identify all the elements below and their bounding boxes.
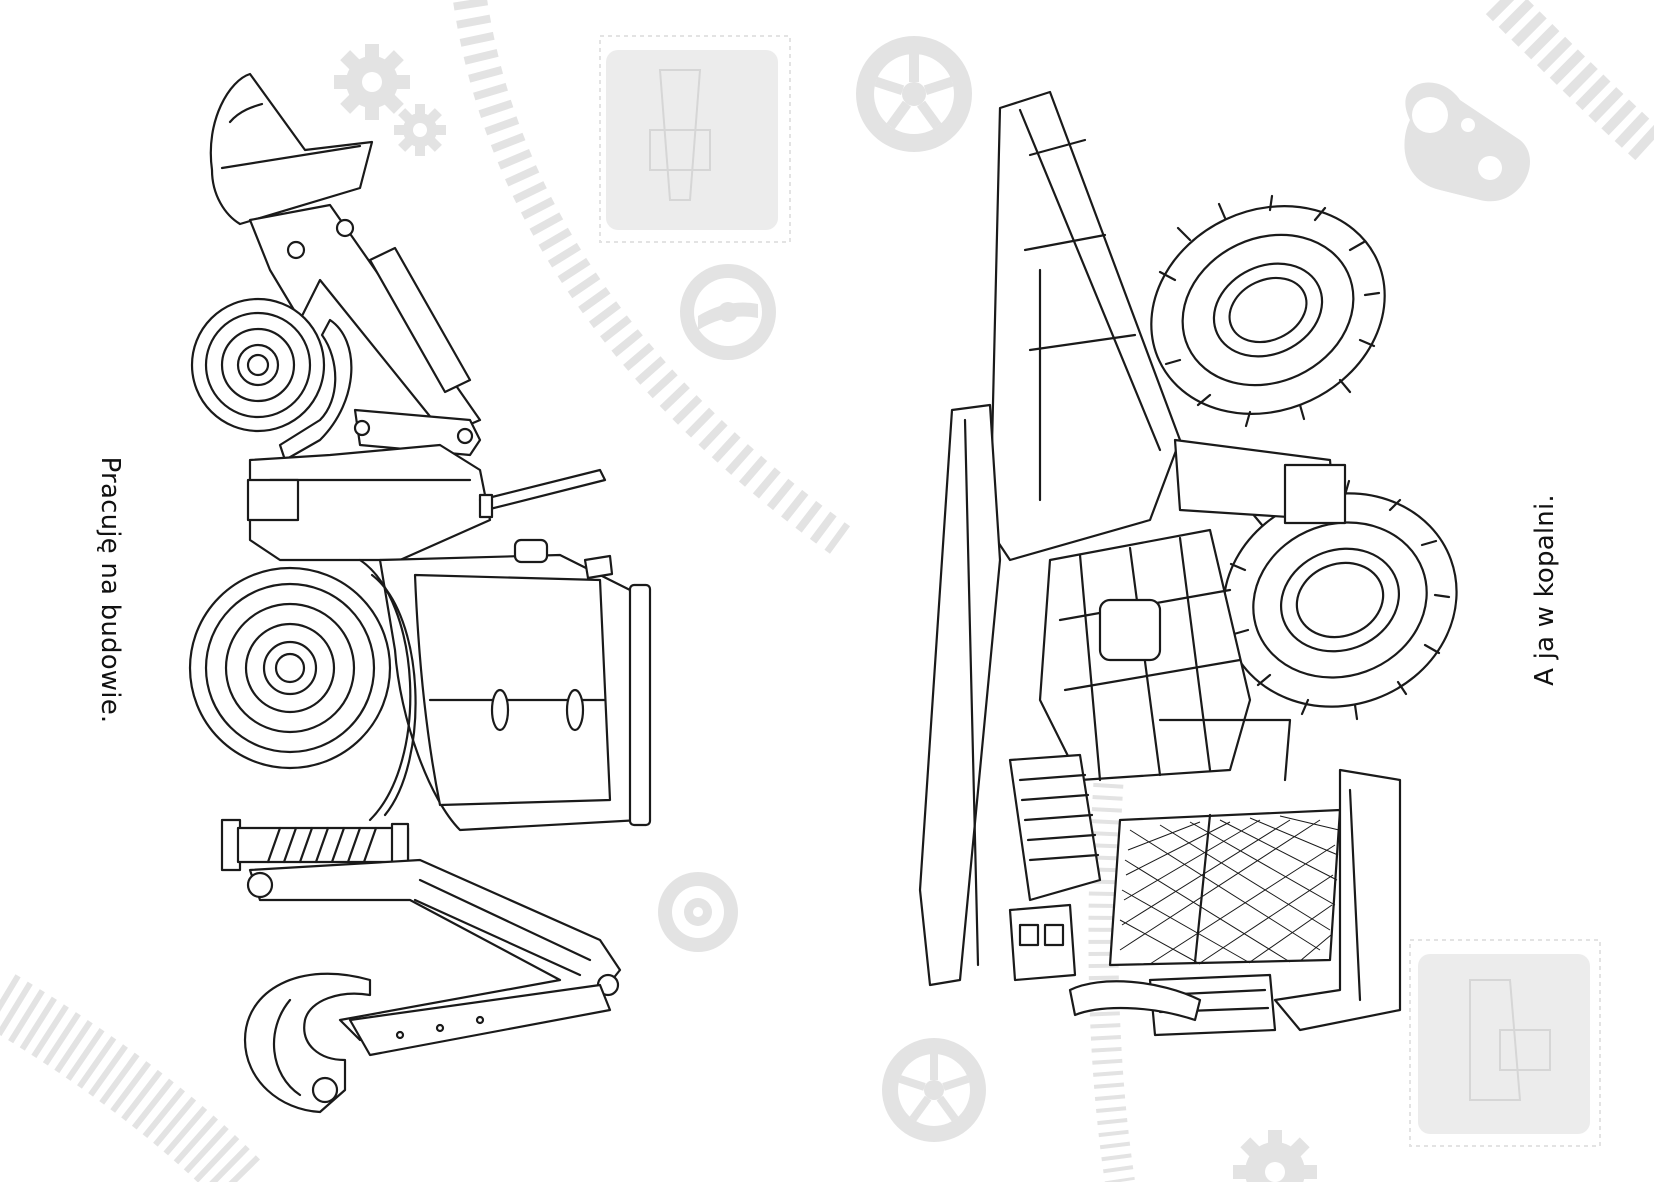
caption-right: A ja w kopalni.: [1530, 494, 1560, 686]
grille-mesh: [1119, 815, 1340, 965]
stamp-thumbnail: [599, 35, 791, 243]
stamp-thumbnail: [1409, 939, 1601, 1147]
wheel-icon: [882, 1038, 986, 1142]
gear-icon: [394, 104, 446, 156]
timing-belt-icon: [1404, 82, 1531, 202]
chassis: [248, 443, 492, 562]
brake-disc-icon: [658, 872, 738, 952]
loader-arm: [248, 203, 482, 437]
gear-icon: [1233, 1130, 1317, 1182]
front-tire: [1150, 194, 1386, 428]
rear-tire: [1222, 479, 1458, 721]
rear-wheel: [188, 566, 392, 770]
caption-left: Pracuję na budowie.: [95, 456, 125, 724]
steering-wheel-icon: [680, 264, 776, 360]
backhoe-bucket: [243, 972, 372, 1114]
wheel-icon: [856, 36, 972, 152]
front-wheel: [190, 297, 326, 433]
hazard-stripes: [266, 826, 378, 864]
gear-icon: [334, 44, 410, 120]
loader-bucket: [209, 72, 374, 226]
